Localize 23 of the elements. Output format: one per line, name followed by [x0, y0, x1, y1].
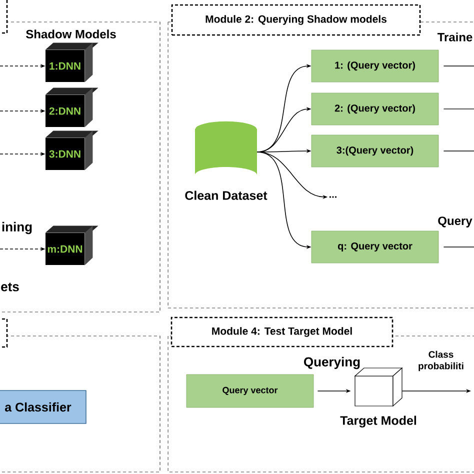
dnn-cube: 3:DNN [45, 130, 98, 170]
edge-label: Class probabiliti [418, 350, 464, 372]
dnn-cube: 2:DNN [45, 88, 98, 128]
query-vector-box: 2: (Query vector) [311, 92, 439, 126]
query-vector-box: Query vector [186, 374, 314, 408]
query-vector-box: q: Query vector [311, 230, 439, 264]
node-label: Target Model [340, 416, 416, 428]
ellipsis: ... [330, 196, 336, 198]
database-cylinder: Clean Dataset [185, 120, 268, 200]
section-label: ets [1, 282, 19, 292]
query-vector-box: 1: (Query vector) [311, 50, 439, 82]
section-label: Query [438, 216, 472, 228]
node-label: Clean Dataset [185, 190, 268, 200]
module-title-box: Module 2: Querying Shadow models [171, 4, 421, 36]
section-label: Shadow Models [26, 30, 116, 38]
dnn-cube: m:DNN [45, 226, 98, 266]
section-label: ining [2, 222, 32, 234]
section-label: Traine [437, 32, 472, 42]
edge-label: Querying [304, 356, 360, 370]
query-vector-box: 3:(Query vector) [311, 134, 439, 168]
dnn-cube: 1:DNN [45, 42, 98, 82]
module-title-box: Module 4: Test Target Model [170, 316, 394, 348]
classifier-box: a Classifier [0, 390, 86, 424]
